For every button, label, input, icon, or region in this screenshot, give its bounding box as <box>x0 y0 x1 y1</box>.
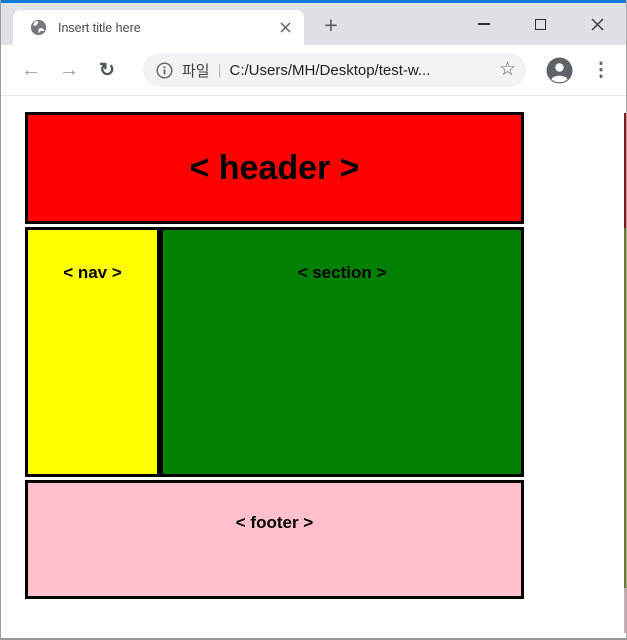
nav-label: < nav > <box>63 263 122 282</box>
tab-strip: Insert title here + <box>1 3 626 45</box>
footer-label: < footer > <box>235 513 314 532</box>
window-accent-border <box>1 0 626 3</box>
new-tab-button[interactable]: + <box>324 11 338 38</box>
forward-button[interactable]: → <box>59 58 79 81</box>
header-block: < header > <box>25 112 524 224</box>
bookmark-star-icon[interactable]: ☆ <box>498 58 516 80</box>
section-block: < section > <box>160 227 524 477</box>
maximize-icon <box>535 18 546 30</box>
info-icon[interactable] <box>156 61 173 79</box>
header-label: < header > <box>189 148 360 187</box>
maximize-button[interactable] <box>512 3 569 45</box>
window-controls <box>455 3 626 45</box>
address-bar[interactable]: 파일 | C:/Users/MH/Desktop/test-w... ☆ <box>143 53 526 87</box>
browser-toolbar: ← → ↻ 파일 | C:/Users/MH/Desktop/test-w...… <box>1 45 626 96</box>
minimize-button[interactable] <box>455 3 512 45</box>
background-window-edge-olive <box>624 228 626 588</box>
tab-title: Insert title here <box>58 20 141 35</box>
page-layout: < header > < nav > < section > < footer … <box>25 112 524 599</box>
section-label: < section > <box>297 263 387 282</box>
page-viewport: < header > < nav > < section > < footer … <box>1 96 626 637</box>
tab-close-icon[interactable] <box>276 19 294 37</box>
browser-tab[interactable]: Insert title here <box>13 10 304 45</box>
middle-row: < nav > < section > <box>25 227 524 477</box>
url-text: C:/Users/MH/Desktop/test-w... <box>229 61 431 79</box>
close-button[interactable] <box>569 3 626 45</box>
minimize-icon <box>477 23 490 25</box>
profile-avatar-icon[interactable] <box>546 57 573 84</box>
footer-block: < footer > <box>25 480 524 599</box>
url-scheme-label: 파일 <box>182 62 210 80</box>
browser-menu-icon[interactable]: ⋮ <box>591 59 611 81</box>
reload-button[interactable]: ↻ <box>99 59 115 81</box>
nav-block: < nav > <box>25 227 160 477</box>
background-window-edge-red <box>624 113 626 228</box>
url-separator: | <box>217 61 222 79</box>
back-button[interactable]: ← <box>21 58 41 81</box>
background-window-edge-pink <box>624 588 626 633</box>
close-icon <box>591 18 604 30</box>
globe-favicon-icon <box>30 19 47 36</box>
